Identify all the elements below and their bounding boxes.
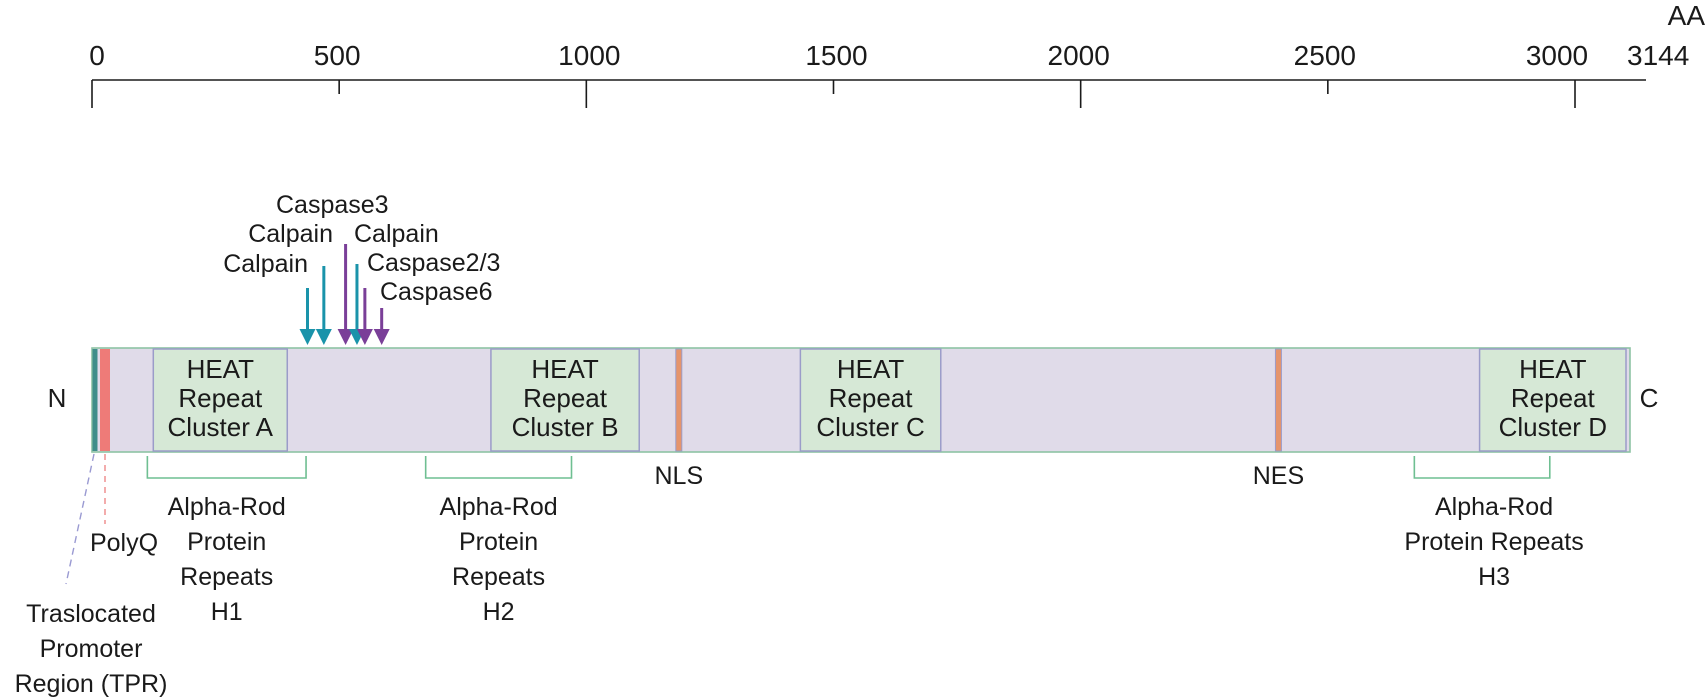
heat-cluster-label: Repeat [178,383,263,413]
heat-cluster-label: Cluster D [1499,412,1607,442]
signal-sequences: NLS NES [654,348,1304,490]
cleavage-sites: CalpainCalpainCaspase3CalpainCaspase2/3C… [223,191,500,345]
heat-cluster-label: HEAT [837,354,905,384]
alpha-rod-repeat-brackets: Alpha-RodProteinRepeatsH1Alpha-RodProtei… [146,456,1584,626]
alpha-rod-label: Repeats [180,563,273,591]
tpr-label: Traslocated [26,600,156,628]
ruler-ticks: 0 500 1000 1500 2000 2500 3000 3144 [89,40,1689,108]
ruler-tick-label: 1500 [805,40,867,71]
signal-label: NLS [654,462,703,490]
n-terminal-regions [92,349,110,451]
alpha-rod-bracket [424,456,573,479]
heat-cluster-label: HEAT [1519,354,1587,384]
cleavage-arrow-head [356,329,373,345]
cleavage-arrow-head [373,329,390,345]
ruler-tick-label: 2000 [1048,40,1110,71]
ruler-tick-label: 3144 [1627,40,1689,71]
heat-cluster-label: Repeat [1511,383,1596,413]
tpr-band [92,349,98,451]
cleavage-site-label: Calpain [354,220,439,248]
alpha-rod-label: Alpha-Rod [1435,493,1553,521]
alpha-rod-bracket [1413,456,1551,479]
heat-cluster-box [799,348,942,452]
heat-cluster-box [152,348,289,452]
n-terminus-label: N [48,383,67,413]
alpha-rod-bracket [146,456,307,479]
cleavage-arrow-calpain [315,266,332,345]
cleavage-arrow-caspase [373,308,390,345]
heat-cluster-box [490,348,640,452]
ruler-tick-label: 1000 [558,40,620,71]
tpr-leader-line [65,453,95,585]
heat-cluster-label: Cluster B [512,412,619,442]
alpha-rod-label: H2 [483,598,515,626]
polyq-label: PolyQ [90,529,158,557]
signal-band [675,348,683,452]
alpha-rod-label: H1 [211,598,243,626]
alpha-rod-label: Alpha-Rod [440,493,558,521]
heat-cluster-label: Repeat [829,383,914,413]
heat-cluster-label: HEAT [187,354,255,384]
cleavage-arrow-head [299,329,316,345]
signal-nls: NLS [654,348,703,490]
heat-cluster-label: Repeat [523,383,608,413]
cleavage-site-label: Caspase6 [380,278,493,306]
alpha-rod-label: Protein [187,528,266,556]
heat-cluster-box [1478,348,1627,452]
cleavage-site-label: Calpain [223,250,308,278]
tpr-label: Promoter [40,635,143,663]
polyq-band [100,349,110,451]
cleavage-site-label: Calpain [248,220,333,248]
cleavage-arrow-head [315,329,332,345]
cleavage-arrow-caspase [337,244,354,345]
signal-label: NES [1253,462,1304,490]
signal-band [1274,348,1282,452]
ruler-tick-label: 2500 [1294,40,1356,71]
cleavage-arrow-calpain [299,288,316,345]
ruler-tick-label: 0 [89,40,105,71]
cleavage-arrow-caspase [356,288,373,345]
alpha-rod-label: Repeats [452,563,545,591]
cleavage-arrow-head [337,329,354,345]
ruler-tick-label: 3000 [1526,40,1588,71]
alpha-rod-label: H3 [1478,563,1510,591]
heat-cluster-label: Cluster C [816,412,924,442]
cleavage-site-label: Caspase3 [276,191,389,219]
c-terminus-label: C [1640,383,1659,413]
alpha-rod-label: Protein Repeats [1404,528,1583,556]
tpr-label: Region (TPR) [15,670,168,698]
heat-cluster-label: HEAT [531,354,599,384]
ruler-tick-label: 500 [314,40,361,71]
scale-ruler: 0 500 1000 1500 2000 2500 3000 3144 AA [89,0,1705,108]
heat-cluster-label: Cluster A [168,412,274,442]
alpha-rod-label: Protein [459,528,538,556]
ruler-unit-label: AA [1668,0,1706,31]
cleavage-site-label: Caspase2/3 [367,249,500,277]
signal-nes: NES [1253,348,1304,490]
alpha-rod-label: Alpha-Rod [168,493,286,521]
